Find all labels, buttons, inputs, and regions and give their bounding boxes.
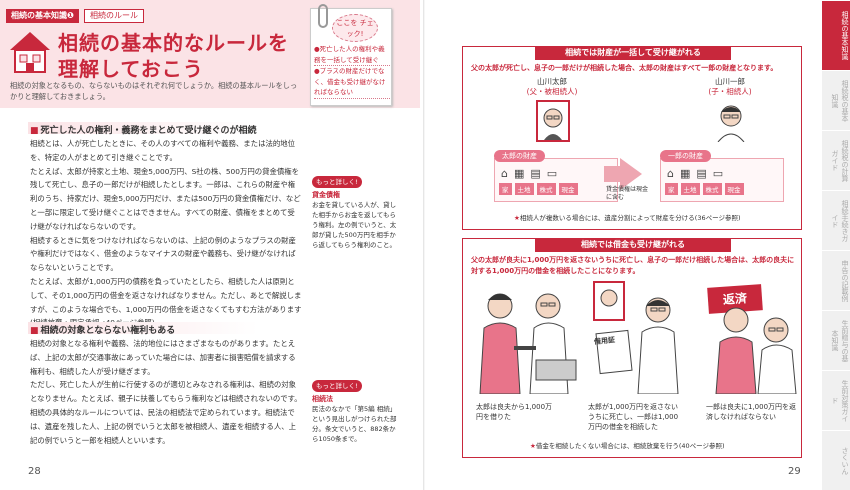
- estate-tag: 家: [665, 183, 678, 195]
- caption-3: 一郎は良夫に1,000万円を返済しなければならない: [706, 403, 797, 421]
- tab-gifts[interactable]: 生前贈与の基本知識: [822, 310, 850, 370]
- sidebar-note-1: もっと詳しく! 貸金債権 お金を貸している人が、貸した相手からお金を返してもらう…: [312, 176, 397, 249]
- section-bar: [28, 322, 258, 334]
- tab-basic-knowledge[interactable]: 相続の基本知識: [822, 0, 850, 70]
- panel-note: ★相続人が複数いる場合には、遺産分割によって財産を分ける(36ページ参照): [514, 214, 741, 222]
- person-icon: [717, 105, 745, 142]
- panel-title: 相続では財産が一括して受け継がれる: [535, 46, 731, 60]
- land-icon: ▦: [513, 167, 525, 180]
- page-number-right: 29: [788, 466, 801, 477]
- caption-2: 太郎が1,000万円を返さないうちに死亡し、一郎は1,000万円の借金を相続した: [588, 403, 679, 431]
- chapter-tag: 相続の基本知識❶: [6, 9, 79, 23]
- section-heading-2: ■相続の対象とならない権利もある: [30, 326, 176, 336]
- repayment-scene: [715, 307, 797, 394]
- estate-tag: 家: [499, 183, 512, 195]
- section-tag: 相続のルール: [84, 9, 144, 23]
- paperclip-icon: [318, 4, 328, 28]
- estate-tag: 土地: [680, 183, 700, 195]
- left-page: 相続の基本知識❶ 相続のルール 相続の基本的なルールを 理解しておこう 相続の対…: [0, 0, 420, 477]
- estate-tag: 土地: [514, 183, 534, 195]
- estate-tag: 現金: [724, 183, 744, 195]
- stock-icon: ▤: [530, 167, 541, 180]
- person-name: 山川太郎: [537, 77, 567, 86]
- arrow: [604, 166, 622, 182]
- land-icon: ▦: [679, 167, 691, 180]
- paragraph: 相続の対象となる権利や義務、法的地位にはさまざまなものがあります。たとえば、上記…: [30, 339, 302, 445]
- check-badge: ここを チェック!: [332, 14, 378, 42]
- estate-tag: 株式: [536, 183, 556, 195]
- page-number-left: 28: [28, 466, 41, 477]
- sidebar-note-2: もっと詳しく! 相続法 民法のなかで「第5編 相続」という見出しがつけられた部分…: [312, 380, 397, 443]
- estate-box-ichiro: 一郎の財産 ⌂▦▤▭ 家 土地 株式 現金: [660, 150, 784, 202]
- house-icon: ⌂: [501, 167, 508, 180]
- tab-planning[interactable]: 生前対策ガイド: [822, 370, 850, 430]
- arrow-note: 貸金債権は現金に含む: [606, 186, 649, 201]
- page-title: 相続の基本的なルールを 理解しておこう: [58, 31, 289, 81]
- lead-text: 相続の対象となるもの、ならないものはそれぞれ何でしょうか。相続の基本ルールをしっ…: [10, 81, 298, 101]
- check-list: ●死亡した人の権利や義務を一括して受け継ぐ ●プラスの財産だけでなく、借金も受け…: [314, 44, 390, 99]
- arrow-icon: [620, 158, 642, 190]
- panel-estate: 相続では財産が一括して受け継がれる 父の太郎が死亡し、息子の一郎だけが相続した場…: [462, 46, 802, 230]
- person-role: (子・相続人): [708, 87, 752, 96]
- cash-icon: ▭: [546, 167, 558, 180]
- estate-tag: 現金: [558, 183, 578, 195]
- paragraph: 相続とは、人が死亡したときに、その人のすべての権利や義務、または法的地位を、特定…: [30, 139, 302, 327]
- house-icon: [10, 32, 50, 73]
- caption-1: 太郎は良夫から1,000万円を借りた: [476, 403, 553, 421]
- stock-icon: ▤: [696, 167, 707, 180]
- cash-icon: ▭: [712, 167, 724, 180]
- panel-description: 父の太郎が死亡し、息子の一郎だけが相続した場合、太郎の財産はすべて一郎の財産とな…: [471, 64, 778, 72]
- section-bar: [28, 122, 258, 134]
- panel-description: 父の太郎が良夫に1,000万円を返さないうちに死亡し、息子の一郎だけ相続した場合…: [471, 256, 795, 275]
- panel-note: ★借金を相続したくない場合には、相続放棄を行う(40ページ参照): [530, 442, 725, 450]
- estate-tag: 株式: [702, 183, 722, 195]
- tab-procedures[interactable]: 相続手続きガイド: [822, 190, 850, 250]
- check-item: ●プラスの財産だけでなく、借金も受け継がなければならない: [314, 66, 390, 99]
- tab-filing-examples[interactable]: 申告の記載例: [822, 250, 850, 310]
- panel-title: 相続では借金も受け継がれる: [535, 238, 731, 252]
- tab-tax-calc[interactable]: 相続税の計算ガイド: [822, 130, 850, 190]
- portrait-icon: [536, 100, 570, 142]
- house-icon: ⌂: [667, 167, 674, 180]
- person-name: 山川一郎: [715, 77, 745, 86]
- section-heading-1: ■死亡した人の権利・義務をまとめて受け継ぐのが相続: [30, 126, 257, 136]
- lending-scene: [479, 293, 577, 394]
- tab-tax-basics[interactable]: 相続税の基本知識: [822, 70, 850, 130]
- person-role: (父・被相続人): [526, 87, 578, 96]
- estate-box-taro: 太郎の財産 ⌂▦▤▭ 家 土地 株式 現金: [494, 150, 618, 202]
- tab-index[interactable]: さくいん: [822, 430, 850, 490]
- check-item: ●死亡した人の権利や義務を一括して受け継ぐ: [314, 44, 390, 66]
- inheritance-scene: [593, 281, 679, 394]
